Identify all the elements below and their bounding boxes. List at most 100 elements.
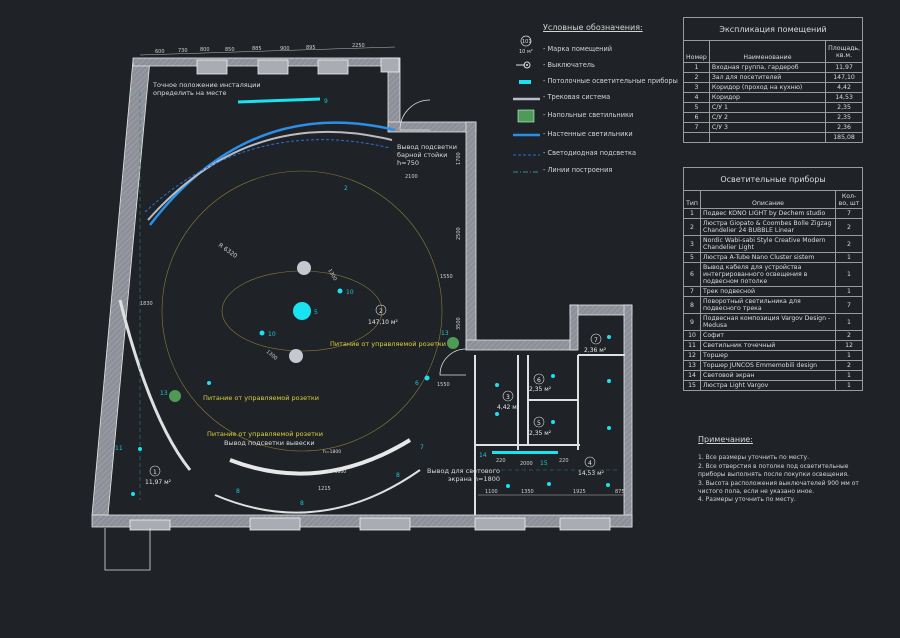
windows: [129, 57, 611, 531]
row-value: 1: [835, 350, 863, 361]
rooms-table: Экспликация помещений Номер Наименование…: [683, 17, 863, 143]
switch-icon: [516, 61, 531, 69]
dim: 1300: [326, 268, 338, 282]
legend-item: - Трековая система: [543, 93, 611, 101]
room-mark-3: 3 4,42 м²: [497, 390, 520, 411]
power-note: Питание от управляемой розетки: [203, 394, 319, 402]
legend-item: - Напольные светильники: [543, 111, 634, 119]
row-value: 1: [835, 252, 863, 263]
row-name: Световой экран: [700, 370, 836, 381]
floor-lamp-icon: [169, 390, 181, 402]
bar-light-note: Вывод подсветки барной стойки h=750: [397, 143, 458, 167]
dim: 220: [496, 458, 506, 464]
svg-text:2,35 м²: 2,35 м²: [529, 430, 552, 437]
dim: 2250: [352, 43, 365, 49]
tag: 13: [441, 330, 449, 337]
room-mark-7: 7 2,36 м²: [584, 333, 607, 354]
row-name: Коридор (проход на кухню): [708, 82, 827, 93]
row-name: Торшер: [700, 350, 836, 361]
row-value: 2,35: [825, 102, 863, 113]
svg-text:7: 7: [594, 337, 598, 344]
notes: Примечание: 1. Все размеры уточнить по м…: [698, 435, 873, 505]
row-number: 9: [683, 313, 701, 331]
room-mark-5: 52,35 м²: [529, 416, 552, 437]
row-number: 15: [683, 380, 701, 391]
legend-item: - Выключатель: [543, 61, 595, 69]
row-name: Софит: [700, 330, 836, 341]
col-header: Площадь, кв.м.: [825, 40, 863, 63]
row-name: Подвес KONO LIGHT by Dechem studio: [700, 208, 836, 219]
row-number: 4: [683, 92, 710, 103]
row-value: 7: [835, 296, 863, 314]
row-value: 2: [835, 360, 863, 371]
ceiling-light-icon: [293, 302, 311, 320]
fixture-tags: 9 5 10 10 13 13 6 2 7 8 8 8 11 14 15: [115, 98, 548, 507]
row-value: 1: [835, 380, 863, 391]
row-name: Коридор: [708, 92, 827, 103]
svg-text:2,36 м²: 2,36 м²: [584, 347, 607, 354]
col-header: Описание: [700, 190, 836, 209]
legend-item: - Светодиодная подсветка: [543, 149, 637, 157]
row-number: 6: [683, 112, 710, 123]
room-mark-6: 62,35 м²: [529, 373, 552, 393]
row-value: 147,10: [825, 72, 863, 83]
pendant-icon: [297, 261, 311, 275]
fixtures: [131, 97, 611, 496]
legend-item: - Марка помещений: [543, 45, 613, 53]
tag: 8: [236, 488, 240, 495]
svg-text:3: 3: [506, 394, 510, 401]
svg-text:1: 1: [153, 469, 157, 476]
dim: 1925: [573, 489, 586, 495]
svg-text:4: 4: [588, 460, 592, 467]
doors: [104, 99, 467, 571]
dim: 730: [178, 48, 188, 54]
row-value: 11,97: [825, 62, 863, 73]
row-name: Поворотный светильника для подвесного тр…: [700, 296, 836, 314]
row-name: Светильник точечный: [700, 340, 836, 351]
pendant-icon: [289, 349, 303, 363]
row-number: 6: [683, 262, 701, 287]
power-note: Питание от управляемой розетки: [207, 430, 323, 438]
legend-item: - Потолочные осветительные приборы: [543, 77, 678, 85]
dim: 895: [306, 45, 316, 51]
row-value: 7: [835, 208, 863, 219]
dim: 1550: [437, 382, 450, 388]
dim: 600: [155, 49, 165, 55]
tag: 2: [344, 185, 348, 192]
height-note: h=1800: [328, 469, 346, 475]
row-name: Вывод кабеля для устройства интегрирован…: [700, 262, 836, 287]
row-value: 2,36: [825, 122, 863, 133]
dim: 800: [200, 47, 210, 53]
row-number: 1: [683, 208, 701, 219]
row-number: 11: [683, 340, 701, 351]
tag: 7: [420, 444, 424, 451]
room-mark-4: 414,53 м²: [578, 456, 605, 477]
ceiling-light-icon: [237, 97, 321, 104]
row-name: С/У 2: [708, 112, 827, 123]
annotations: Питание от управляемой розетки Питание о…: [203, 340, 446, 475]
row-number: 2: [683, 218, 701, 236]
floor-lamp-icon: [517, 109, 535, 123]
fixtures-table-title: Осветительные приборы: [683, 167, 863, 191]
svg-text:147,10 м²: 147,10 м²: [368, 319, 398, 326]
row-number: 3: [683, 82, 710, 93]
tag: 13: [160, 390, 168, 397]
row-value: 12: [835, 340, 863, 351]
wall-right: [465, 121, 477, 348]
rooms-total: 185,08: [825, 132, 863, 143]
svg-text:4,42 м²: 4,42 м²: [497, 404, 520, 411]
fixtures-table: Осветительные приборы Тип Описание Кол-в…: [683, 167, 863, 391]
row-value: 2,35: [825, 112, 863, 123]
row-value: 2: [835, 330, 863, 341]
tag: 8: [396, 472, 400, 479]
